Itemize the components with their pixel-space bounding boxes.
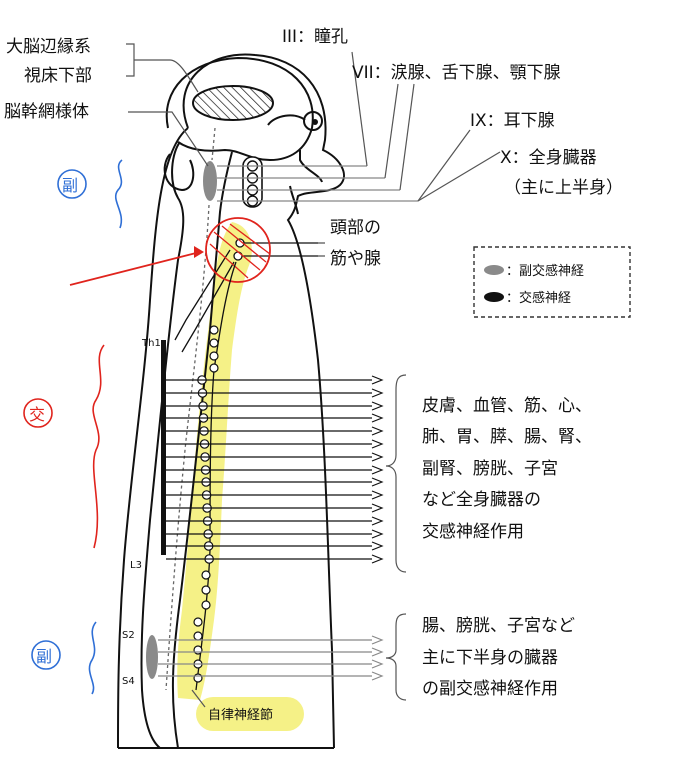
ganglion-leader <box>191 689 206 708</box>
symp-arrowhead <box>371 503 384 513</box>
label-cn7: VII：涙腺、舌下腺、顎下腺 <box>352 62 561 83</box>
leader-lines <box>126 43 407 701</box>
chain-ganglion <box>201 570 211 580</box>
cranial-parasympathetic-nucleus <box>203 161 217 201</box>
label-cn9: IX：耳下腺 <box>470 111 555 131</box>
symp-arrowhead <box>371 452 384 462</box>
sacral-output-arrows <box>158 635 384 681</box>
legend-symp-label: ：交感神経 <box>506 290 571 306</box>
chain-ganglion <box>201 585 211 595</box>
label-sacral-1: 腸、膀胱、子宮など <box>422 616 575 636</box>
cranial-ganglia <box>242 156 263 208</box>
cranial-nerve-fibers <box>217 51 501 202</box>
annot-fuku-bottom: 副 <box>36 647 52 666</box>
sacral-arrowhead <box>371 647 384 657</box>
label-head-2: 筋や腺 <box>330 249 381 269</box>
sacral-parasympathetic-nucleus <box>146 635 158 679</box>
chain-ganglion <box>209 325 219 335</box>
annot-kou: 交 <box>29 405 45 424</box>
symp-arrowhead <box>371 529 384 539</box>
label-cn10: X：全身臓器 <box>500 148 597 168</box>
symp-arrowhead <box>371 426 384 436</box>
chain-ganglion <box>209 351 219 361</box>
symp-arrowhead <box>371 439 384 449</box>
symp-arrowhead <box>371 401 384 411</box>
sympathetic-outflow-bar <box>161 340 166 555</box>
label-symp-2: 肺、胃、膵、腸、腎、 <box>422 427 592 447</box>
symp-arrowhead <box>371 554 384 564</box>
label-sacral-2: 主に下半身の臓器 <box>422 648 558 668</box>
sacral-arrowhead <box>371 659 384 669</box>
symp-arrowhead <box>371 516 384 526</box>
symp-arrowhead <box>371 477 384 487</box>
chain-line <box>195 261 237 691</box>
legend-para-marker <box>484 265 504 275</box>
chain-ganglion <box>193 673 203 683</box>
sympathetic-output-arrows <box>166 375 384 564</box>
symp-arrowhead <box>371 375 384 385</box>
label-symp-3: 副腎、膀胱、子宮 <box>422 459 558 479</box>
red-head-ganglia-mark <box>69 217 271 286</box>
legend-symp-marker <box>484 292 504 302</box>
chain-ganglion <box>193 645 203 655</box>
legend: ：副交感神経 ：交感神経 <box>473 246 631 318</box>
legend-para-label: ：副交感神経 <box>506 263 584 279</box>
chain-ganglion <box>209 363 219 373</box>
sacral-arrowhead <box>371 671 384 681</box>
sacral-arrowhead <box>371 635 384 645</box>
symp-arrowhead <box>371 541 384 551</box>
central-dashed-pathway <box>165 127 216 691</box>
symp-arrowhead <box>371 388 384 398</box>
label-symp-4: など全身臓器の <box>422 490 541 510</box>
symp-arrowhead <box>371 413 384 423</box>
annot-fuku-top: 副 <box>62 176 78 195</box>
chain-ganglion <box>193 631 203 641</box>
label-reticular: 脳幹網様体 <box>4 101 89 122</box>
symp-arrowhead <box>371 465 384 475</box>
ganglion-label-highlight <box>196 697 304 731</box>
label-limbic: 大脳辺縁系 <box>6 37 91 57</box>
label-cn10-sub: （主に上半身） <box>504 178 623 198</box>
label-s2: S2 <box>122 630 135 641</box>
thalamus-hatched-area <box>192 85 274 121</box>
label-th1: Th1 <box>141 338 161 349</box>
handwritten-annotations: 副 交 副 <box>23 159 123 695</box>
chain-ganglion <box>201 600 211 610</box>
label-symp-5: 交感神経作用 <box>422 522 524 542</box>
label-l3: L3 <box>130 560 142 571</box>
chain-ganglion <box>193 617 203 627</box>
label-symp-1: 皮膚、血管、筋、心、 <box>422 396 592 416</box>
label-head-1: 頭部の <box>330 218 381 238</box>
ganglion-chain-highlight <box>177 222 252 700</box>
label-sacral-3: の副交感神経作用 <box>422 679 558 699</box>
symp-arrowhead <box>371 490 384 500</box>
chain-ganglion <box>209 338 219 348</box>
label-s4: S4 <box>122 676 135 687</box>
label-cn3: III：瞳孔 <box>282 27 348 47</box>
label-ganglion: 自律神経節 <box>208 708 273 723</box>
label-hypothalamus: 視床下部 <box>24 66 92 86</box>
